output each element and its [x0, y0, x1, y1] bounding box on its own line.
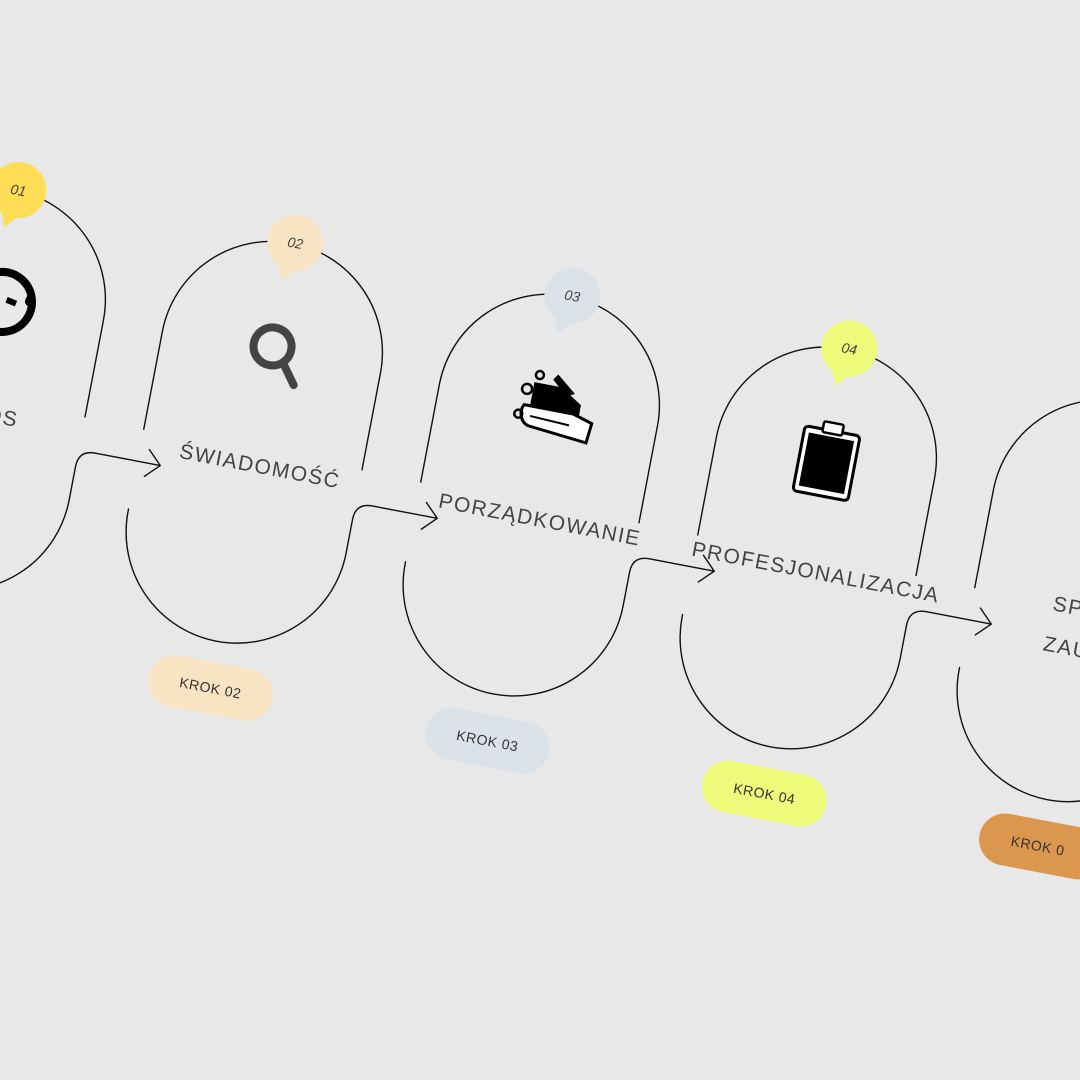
step-3: PORZĄDKOWANIE 03 KROK 03 [383, 267, 761, 774]
clipboard-icon [791, 420, 861, 502]
step-number-bubble: 04 [821, 320, 878, 386]
krok-badge: KROK 04 [702, 760, 827, 827]
krok-badge: KROK 03 [425, 707, 550, 774]
step-number: 04 [840, 339, 859, 358]
krok-badge: KROK 02 [148, 654, 273, 721]
step-label: PROFESJONALIZACJA [690, 538, 942, 608]
step-number-bubble: 03 [544, 267, 601, 333]
step-number: 02 [286, 234, 305, 253]
step-1: OS 01 [0, 162, 207, 626]
step-4: PROFESJONALIZACJA 04 KROK 04 [660, 320, 1038, 827]
step-1-outline [0, 168, 207, 626]
step-label-line-1: SP [1051, 592, 1080, 620]
step-number-bubble: 02 [267, 214, 324, 280]
step-label-line-2: ZAU [1041, 632, 1080, 663]
washing-hands-icon [513, 369, 594, 445]
magnifier-icon [249, 323, 298, 390]
step-label: PORZĄDKOWANIE [437, 490, 643, 551]
step-label: ŚWIADOMOŚĆ [177, 439, 342, 493]
step-5: SP ZAU KROK 0 [937, 380, 1080, 880]
step-number: 01 [9, 181, 27, 200]
step-label: OS [0, 403, 20, 432]
step-number-bubble: 01 [0, 162, 47, 228]
krok-badge: KROK 0 [979, 813, 1080, 880]
step-2: ŚWIADOMOŚĆ 02 KROK 02 [106, 214, 484, 721]
step-number: 03 [563, 286, 582, 305]
face-drop-icon [0, 267, 36, 336]
